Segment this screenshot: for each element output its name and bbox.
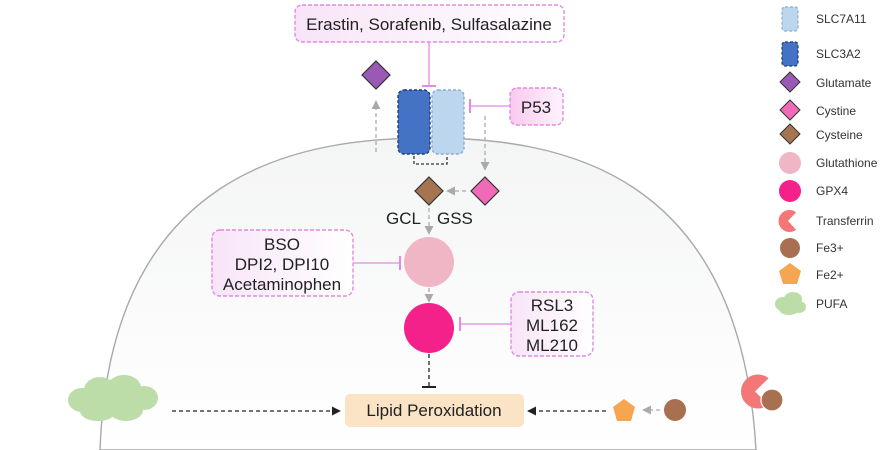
inhibitor-gpx4-line3: ML210 [526, 336, 578, 355]
inhibitor-gpx4-line2: ML162 [526, 316, 578, 335]
legend-label-cystine: Cystine [816, 104, 856, 118]
gpx4-circle [404, 303, 454, 353]
legend-icon-fe3 [780, 238, 800, 258]
fe2-pentagon-icon [613, 399, 635, 421]
inhibitor-gsh-line3: Acetaminophen [223, 275, 341, 294]
gcl-label: GCL [386, 209, 421, 228]
legend-icon-cystine [779, 99, 801, 121]
legend-label-glutathione: Glutathione [816, 156, 878, 170]
inhibitor-top-text: Erastin, Sorafenib, Sulfasalazine [306, 15, 552, 34]
legend: SLC7A11 SLC3A2 Glutamate Cystine Cystein… [775, 6, 878, 315]
p53-label: P53 [521, 98, 551, 117]
legend-label-slc7a11: SLC7A11 [816, 12, 867, 26]
fe3-bound-icon [760, 388, 784, 412]
lipid-peroxidation-label: Lipid Peroxidation [366, 401, 501, 420]
legend-icon-slc7a11 [781, 6, 799, 32]
legend-icon-slc3a2 [781, 41, 799, 67]
legend-label-fe3: Fe3+ [816, 241, 844, 255]
legend-label-slc3a2: SLC3A2 [816, 47, 861, 61]
fe3-icon [664, 399, 686, 421]
legend-icon-glutamate [779, 71, 801, 93]
inhibitor-gsh-line1: BSO [264, 235, 300, 254]
legend-label-gpx4: GPX4 [816, 184, 848, 198]
gss-label: GSS [437, 209, 473, 228]
legend-label-transferrin: Transferrin [816, 214, 874, 228]
legend-label-glutamate: Glutamate [816, 76, 872, 90]
legend-icon-fe2 [779, 263, 801, 284]
legend-label-pufa: PUFA [816, 297, 847, 311]
slc3a2-transporter [397, 89, 431, 155]
legend-icon-gpx4 [779, 180, 801, 202]
legend-icon-cysteine [779, 123, 801, 145]
legend-icon-pufa [775, 292, 806, 315]
pufa-cloud [68, 375, 158, 421]
inhibitor-gsh-line2: DPI2, DPI10 [235, 255, 330, 274]
cystine-diamond [470, 176, 500, 206]
legend-label-cysteine: Cysteine [816, 128, 863, 142]
legend-label-fe2: Fe2+ [816, 268, 844, 282]
glutathione-circle [404, 237, 454, 287]
lipid-peroxidation-box [345, 394, 524, 427]
inhibitor-gpx4-line1: RSL3 [531, 296, 574, 315]
slc7a11-transporter [431, 89, 465, 155]
glutamate-diamond [361, 60, 391, 90]
legend-icon-transferrin [778, 210, 797, 232]
cysteine-diamond [414, 176, 444, 206]
legend-icon-glutathione [779, 152, 801, 174]
disulfide-bridge [413, 156, 448, 165]
